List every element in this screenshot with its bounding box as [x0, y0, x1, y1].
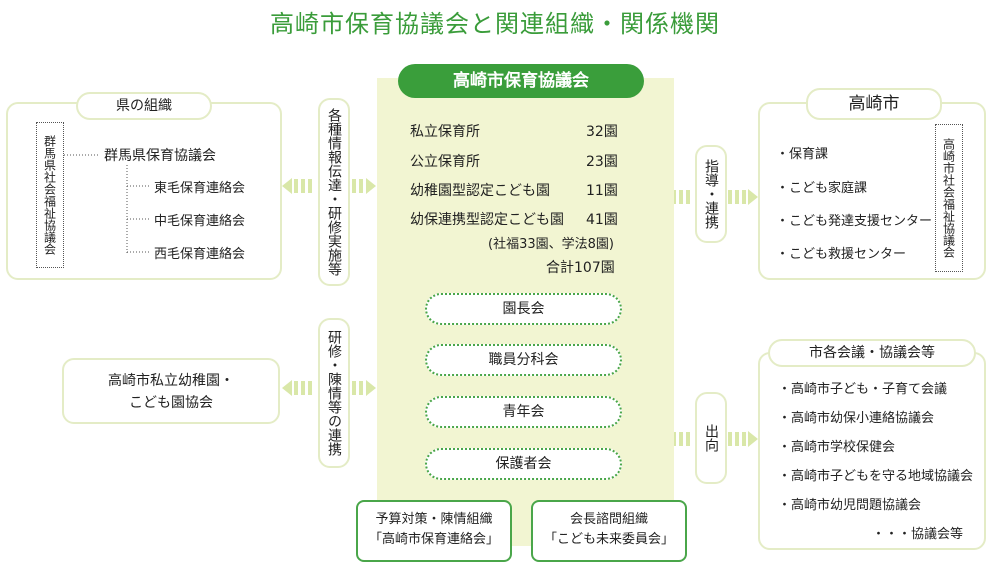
kindergarten-type-label: 幼稚園型認定こども園 — [410, 183, 550, 199]
total-count: 合計107園 — [546, 260, 615, 276]
connector-training-petition: 研修・陳情等の連携 — [318, 318, 350, 468]
chumou-childcare-liaison: 中毛保育連絡会 — [154, 214, 246, 229]
council-item-1: ・高崎市子ども・子育て会議 — [778, 382, 948, 397]
city-councils-header: 市各会議・協議会等 — [768, 339, 976, 367]
page-title: 高崎市保育協議会と関連組織・関係機関 — [270, 10, 720, 38]
connector-guidance: 指導・連携 — [695, 145, 727, 243]
council-item-2: ・高崎市幼保小連絡協議会 — [778, 411, 935, 426]
central-council-header: 高崎市保育協議会 — [398, 64, 644, 98]
connector-dispatch: 出向 — [695, 392, 727, 484]
public-nursery-label: 公立保育所 — [410, 154, 480, 170]
integrated-type-note: (社福33園、学法8園) — [488, 237, 614, 252]
gunma-childcare-council: 群馬県保育協議会 — [104, 148, 216, 164]
integrated-type-label: 幼保連携型認定こども園 — [410, 212, 564, 228]
takasaki-social-welfare-council-label: 高崎市社会福祉協議会 — [935, 124, 963, 272]
council-item-more: ・・・協議会等 — [872, 527, 964, 542]
council-item-5: ・高崎市幼児問題協議会 — [778, 498, 922, 513]
city-item-childcare-division: ・保育課 — [776, 147, 829, 162]
budget-petition-org-line1: 予算対策・陳情組織 — [375, 512, 493, 527]
budget-petition-org-box: 予算対策・陳情組織 「高崎市保育連絡会」 — [356, 500, 512, 562]
advisory-org-line2: 「こども未来委員会」 — [543, 532, 674, 547]
private-nursery-label: 私立保育所 — [410, 124, 480, 140]
toumou-childcare-liaison: 東毛保育連絡会 — [154, 181, 246, 196]
city-item-development-center: ・こども発達支援センター — [776, 214, 933, 229]
committee-guardians: 保護者会 — [425, 448, 622, 480]
public-nursery-count: 23園 — [586, 154, 618, 170]
city-item-rescue-center: ・こども救援センター — [776, 247, 907, 262]
committee-staff: 職員分科会 — [425, 344, 622, 376]
kindergarten-association-line2: こども園協会 — [129, 395, 213, 411]
kindergarten-type-count: 11園 — [586, 183, 618, 199]
advisory-org-line1: 会長諮問組織 — [569, 512, 648, 527]
kindergarten-association-box: 高崎市私立幼稚園・ こども園協会 — [62, 358, 280, 424]
private-nursery-count: 32園 — [586, 124, 618, 140]
budget-petition-org-line2: 「高崎市保育連絡会」 — [368, 532, 499, 547]
seimou-childcare-liaison: 西毛保育連絡会 — [154, 247, 246, 262]
connector-info-training: 各種情報伝達・研修実施等 — [318, 98, 350, 286]
takasaki-city-header: 高崎市 — [806, 88, 942, 120]
prefecture-organizations-header: 県の組織 — [76, 92, 212, 120]
advisory-org-box: 会長諮問組織 「こども未来委員会」 — [531, 500, 687, 562]
council-item-3: ・高崎市学校保健会 — [778, 440, 896, 455]
integrated-type-count: 41園 — [586, 212, 618, 228]
committee-principals: 園長会 — [425, 293, 622, 325]
committee-youth: 青年会 — [425, 396, 622, 428]
kindergarten-association-line1: 高崎市私立幼稚園・ — [108, 373, 234, 389]
arrow-bottom-right-icon — [672, 431, 758, 447]
gunma-social-welfare-council-label: 群馬県社会福祉協議会 — [36, 122, 64, 268]
council-item-4: ・高崎市子どもを守る地域協議会 — [778, 469, 974, 484]
city-item-family-division: ・こども家庭課 — [776, 181, 868, 196]
